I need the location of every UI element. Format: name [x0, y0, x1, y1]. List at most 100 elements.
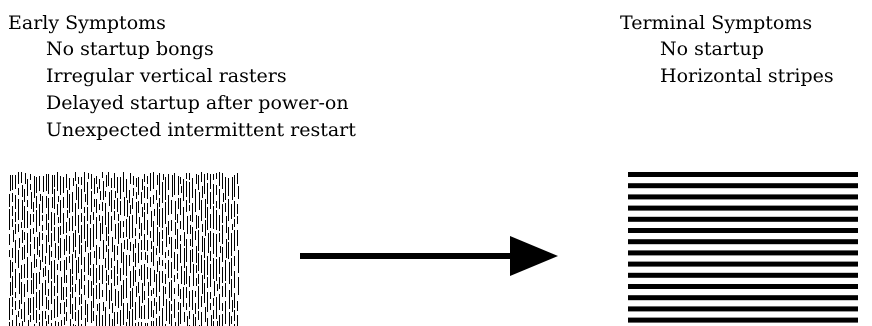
raster-segment: [195, 303, 196, 314]
raster-segment: [111, 283, 112, 301]
raster-segment: [60, 200, 61, 223]
raster-segment: [228, 199, 229, 221]
raster-segment: [87, 207, 88, 221]
raster-segment: [204, 238, 205, 258]
raster-segment: [90, 268, 91, 276]
raster-segment: [73, 233, 74, 252]
raster-segment: [33, 214, 34, 222]
raster-segment: [186, 239, 187, 262]
raster-segment: [174, 275, 175, 282]
raster-segment: [126, 219, 127, 237]
raster-segment: [175, 222, 176, 235]
raster-segment: [45, 311, 46, 319]
raster-segment: [219, 257, 220, 274]
raster-segment: [21, 282, 22, 304]
raster-segment: [85, 241, 86, 252]
raster-segment: [9, 234, 10, 245]
raster-segment: [73, 178, 74, 186]
raster-segment: [64, 302, 65, 314]
raster-segment: [216, 210, 217, 230]
raster-segment: [216, 259, 217, 281]
raster-segment: [151, 301, 152, 317]
raster-segment: [123, 280, 124, 299]
raster-segment: [184, 312, 185, 322]
raster-segment: [177, 229, 178, 249]
raster-segment: [204, 283, 205, 303]
raster-segment: [156, 248, 157, 255]
raster-segment: [96, 217, 97, 239]
raster-segment: [12, 320, 13, 326]
raster-segment: [48, 300, 49, 310]
raster-segment: [181, 186, 182, 193]
raster-segment: [216, 185, 217, 195]
raster-segment: [130, 205, 131, 214]
raster-segment: [202, 275, 203, 294]
raster-segment: [196, 246, 197, 263]
raster-segment: [229, 262, 230, 284]
raster-segment: [97, 304, 98, 311]
raster-segment: [81, 177, 82, 185]
raster-segment: [219, 294, 220, 310]
raster-segment: [126, 255, 127, 276]
raster-segment: [39, 314, 40, 320]
raster-segment: [213, 174, 214, 180]
raster-segment: [85, 300, 86, 315]
raster-segment: [18, 311, 19, 317]
raster-segment: [135, 253, 136, 267]
raster-segment: [27, 211, 28, 228]
raster-segment: [145, 323, 146, 326]
raster-segment: [192, 249, 193, 262]
raster-segment: [70, 294, 71, 314]
raster-segment: [84, 207, 85, 213]
raster-segment: [222, 204, 223, 223]
raster-segment: [171, 237, 172, 258]
raster-segment: [91, 281, 92, 296]
raster-segment: [103, 181, 104, 200]
raster-segment: [111, 178, 112, 188]
raster-segment: [39, 290, 40, 310]
raster-segment: [27, 179, 28, 196]
raster-segment: [63, 213, 64, 234]
raster-segment: [216, 297, 217, 319]
raster-segment: [94, 199, 95, 207]
raster-segment: [141, 192, 142, 204]
raster-segment: [67, 210, 68, 218]
raster-segment: [45, 266, 46, 276]
raster-segment: [202, 186, 203, 198]
stripe-bar: [628, 250, 858, 256]
raster-segment: [147, 267, 148, 279]
raster-segment: [195, 317, 196, 326]
raster-segment: [54, 227, 55, 241]
raster-segment: [163, 286, 164, 306]
raster-segment: [114, 211, 115, 220]
raster-segment: [81, 306, 82, 320]
raster-segment: [97, 187, 98, 193]
raster-segment: [72, 192, 73, 212]
raster-segment: [196, 265, 197, 273]
raster-segment: [138, 243, 139, 263]
raster-segment: [231, 204, 232, 219]
raster-segment: [199, 192, 200, 210]
raster-segment: [39, 176, 40, 191]
raster-segment: [81, 213, 82, 222]
raster-segment: [147, 187, 148, 199]
raster-segment: [151, 241, 152, 249]
raster-segment: [126, 278, 127, 298]
raster-segment: [136, 192, 137, 199]
raster-segment: [115, 289, 116, 306]
raster-segment: [120, 310, 121, 326]
raster-segment: [111, 216, 112, 231]
raster-segment: [141, 322, 142, 326]
raster-segment: [66, 287, 67, 297]
raster-segment: [19, 300, 20, 309]
raster-segment: [229, 290, 230, 309]
raster-segment: [147, 255, 148, 263]
raster-segment: [78, 257, 79, 273]
raster-segment: [115, 224, 116, 239]
raster-segment: [229, 312, 230, 326]
raster-segment: [33, 297, 34, 320]
raster-segment: [162, 230, 163, 239]
raster-segment: [96, 199, 97, 213]
raster-segment: [153, 195, 154, 204]
raster-segment: [157, 203, 158, 225]
